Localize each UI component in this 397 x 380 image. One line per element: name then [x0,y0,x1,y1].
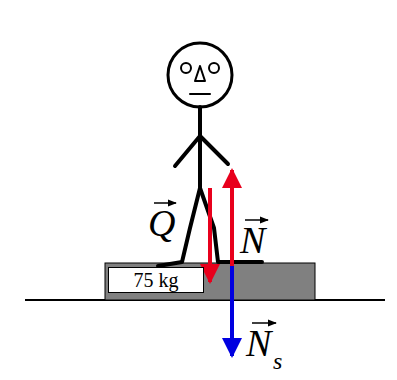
force-label: Q [148,204,175,242]
mass-label: 75 kg [134,270,179,290]
force-label: N [240,221,265,259]
mass-label-box: 75 kg [108,267,204,293]
subscript-label: s [273,349,282,373]
force-label: N [246,324,271,362]
force-arrow-q [208,188,212,282]
force-arrow-ns [230,266,234,356]
